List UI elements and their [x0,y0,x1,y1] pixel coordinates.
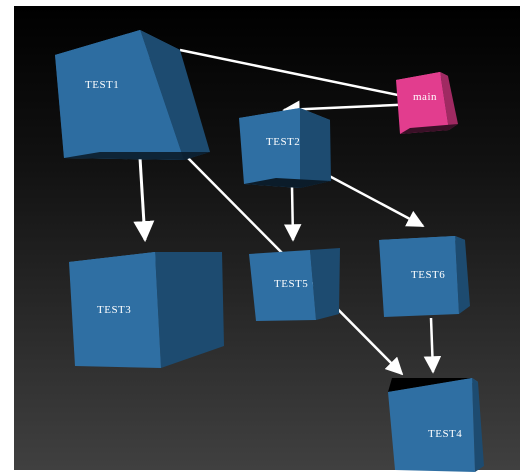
cube-test6-label: TEST6 [411,269,445,281]
cube-test6[interactable]: TEST6 [379,236,470,317]
cube-test6-front[interactable] [379,236,459,317]
cube-test4-front[interactable] [388,378,475,472]
edge-test2-test5 [283,185,302,242]
cube-test4-label: TEST4 [428,428,462,440]
cube-test3[interactable]: TEST3 [69,252,224,368]
edge-test1-test3 [133,157,155,243]
edges [133,48,442,376]
cube-main-front[interactable] [396,72,449,134]
cube-test2-front[interactable] [239,108,300,188]
cube-test1[interactable]: TEST1 [55,30,210,160]
cube-test5-front[interactable] [249,250,316,321]
cube-test2-label: TEST2 [266,136,300,148]
cube-test3-label: TEST3 [97,304,131,316]
viewport-edge [520,6,525,470]
cube-main-label: main [413,91,437,103]
edge-test1-main [179,48,423,102]
edge-test6-test4 [423,317,442,374]
cube-main[interactable]: main [396,72,458,134]
cube-test5[interactable]: TEST5 [249,248,340,321]
cube-test5-label: TEST5 [274,278,308,290]
cube-test1-label: TEST1 [85,79,119,91]
cube-test3-front[interactable] [69,252,161,368]
cube-test4[interactable]: TEST4 [388,378,484,472]
cube-test2[interactable]: TEST2 [239,108,331,188]
edge-test2-test6 [317,168,425,228]
edge-main-test2 [282,100,419,119]
